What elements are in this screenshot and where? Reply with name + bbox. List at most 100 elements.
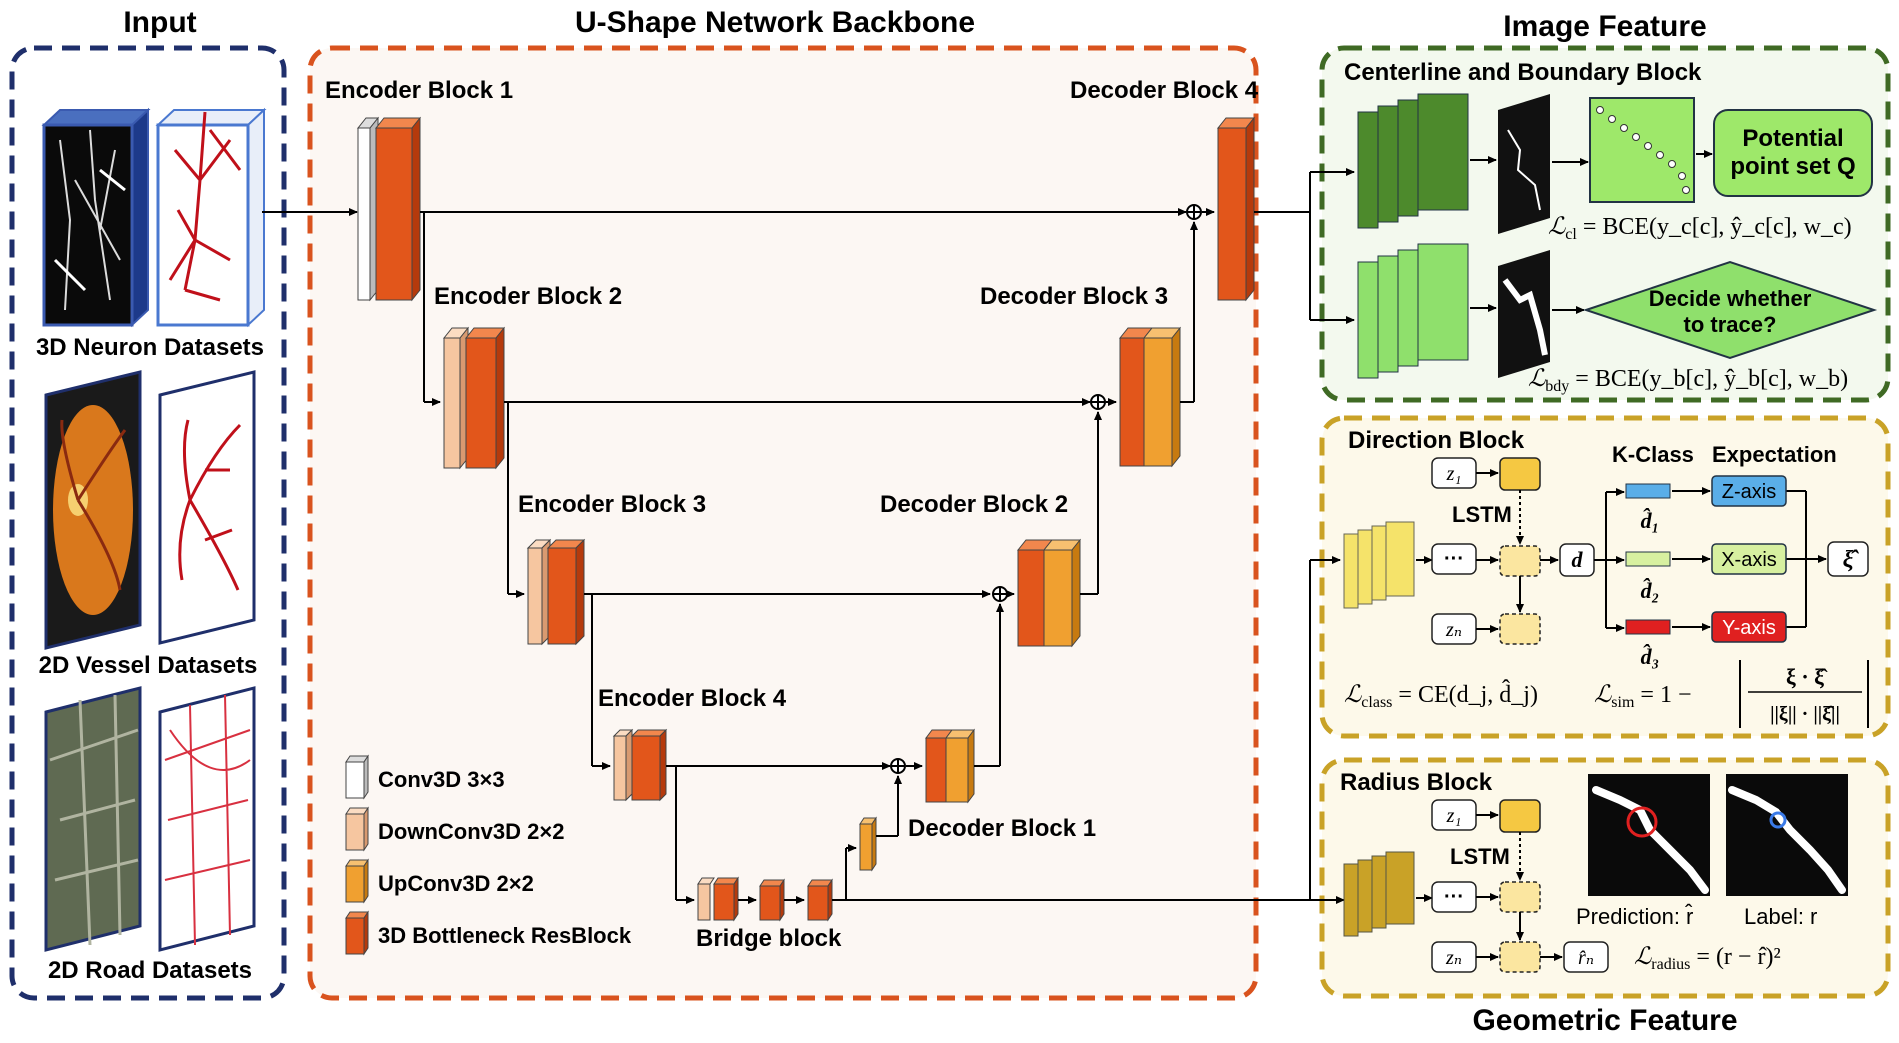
backbone-title: U-Shape Network Backbone: [575, 6, 975, 39]
potential-line-2: point set Q: [1730, 153, 1855, 180]
dir-lstm-cell-3: [1499, 613, 1541, 645]
decide-trace-diamond: [1582, 260, 1878, 360]
neuron-trace-image: [155, 107, 267, 328]
potential-line-1: Potential: [1742, 125, 1843, 152]
decoder-block-1: [859, 816, 877, 872]
radius-label-image: [1726, 774, 1848, 896]
rad-lstm-cell-2: [1499, 881, 1541, 913]
neuron-volume-image: [41, 107, 151, 328]
vessel-mask-image: [158, 370, 256, 645]
dir-kclass-label: K-Class: [1612, 442, 1694, 467]
rad-lstm-cell-3: [1499, 941, 1541, 973]
dir-lstm-label: LSTM: [1452, 502, 1512, 527]
dir-zn: zₙ: [1445, 619, 1462, 641]
dir-dots: ···: [1444, 548, 1464, 570]
decoder-block-2-small: [925, 728, 975, 804]
loss-radius: ℒradius = (r − r̂)²: [1634, 944, 1781, 973]
decide-line-1: Decide whether: [1649, 286, 1812, 311]
neuron-datasets-label: 3D Neuron Datasets: [36, 334, 264, 361]
bridge-block: [697, 876, 833, 922]
encoder-block-3-label: Encoder Block 3: [518, 491, 706, 518]
direction-block-title: Direction Block: [1348, 427, 1525, 454]
encoder-block-1-label: Encoder Block 1: [325, 77, 513, 104]
loss-class: ℒclass = CE(d_j, d̂_j): [1344, 679, 1538, 711]
label-caption: Label: r: [1744, 904, 1817, 929]
rad-rn-box: [1563, 941, 1609, 973]
z-axis-label: Z-axis: [1722, 481, 1776, 503]
geometric-feature-title: Geometric Feature: [1472, 1004, 1737, 1037]
dir-lstm-cell-1: [1499, 457, 1541, 491]
dir-kclass-branches: [1594, 488, 1625, 632]
radius-feature-stack: [1343, 851, 1415, 937]
centerline-map-image: [1498, 94, 1550, 234]
image-feature-title: Image Feature: [1503, 10, 1706, 43]
encoder-block-2: [442, 326, 506, 470]
boundary-feature-stack: [1357, 243, 1469, 379]
centerline-block-title: Centerline and Boundary Block: [1344, 59, 1702, 86]
rad-rn: r̂ₙ: [1578, 947, 1594, 969]
dir-axis-arrows: [1672, 487, 1827, 631]
road-mask-image: [158, 686, 256, 952]
legend: [345, 754, 369, 956]
point-set-image: [1589, 97, 1695, 203]
road-datasets-label: 2D Road Datasets: [48, 957, 252, 984]
encoder-block-1: [356, 116, 422, 302]
x-axis-label: X-axis: [1721, 549, 1777, 571]
vessel-datasets-label: 2D Vessel Datasets: [39, 652, 258, 679]
dir-d3: d̂₃: [1641, 643, 1660, 669]
radius-block-title: Radius Block: [1340, 769, 1493, 796]
decoder-block-3-label: Decoder Block 3: [980, 283, 1168, 310]
backbone-panel: [307, 45, 1259, 1001]
legend-upconv: UpConv3D 2×2: [378, 871, 534, 896]
boundary-map-image: [1498, 250, 1550, 378]
rad-dots: ···: [1444, 886, 1464, 908]
loss-cl: ℒcl = BCE(y_c[c], ŷ_c[c], w_c): [1548, 214, 1852, 243]
rad-z1: z₁: [1446, 805, 1462, 827]
dir-d2-bar: [1625, 551, 1671, 567]
potential-point-box: [1713, 109, 1873, 197]
dir-d1: d̂₁: [1641, 507, 1660, 533]
dir-d3-bar: [1625, 619, 1671, 635]
input-title: Input: [123, 6, 196, 39]
y-axis-label: Y-axis: [1722, 617, 1776, 639]
dir-d: d: [1572, 547, 1584, 572]
loss-sim: ℒsim = 1 −: [1594, 682, 1692, 711]
rad-zn: zₙ: [1445, 947, 1462, 969]
encoder-block-4-label: Encoder Block 4: [598, 685, 787, 712]
bridge-block-label: Bridge block: [696, 925, 842, 952]
decide-line-2: to trace?: [1684, 312, 1777, 337]
dir-z1: z₁: [1446, 463, 1462, 485]
decoder-block-3: [1118, 326, 1182, 468]
decoder-block-2-label: Decoder Block 2: [880, 491, 1068, 518]
centerline-feature-stack: [1357, 93, 1469, 229]
prediction-caption: Prediction: r̂: [1576, 904, 1693, 929]
dir-d1-bar: [1625, 483, 1671, 499]
direction-feature-stack: [1343, 521, 1415, 609]
xi-hat-box: [1827, 541, 1869, 577]
legend-conv3d: Conv3D 3×3: [378, 767, 505, 792]
rad-lstm-label: LSTM: [1450, 844, 1510, 869]
x-axis-box: [1711, 543, 1787, 575]
encoder-block-4: [612, 728, 668, 802]
vessel-fundus-image: [44, 370, 142, 650]
loss-sim-den: ||ξ|| · ||ξ̂||: [1770, 703, 1840, 725]
decoder-block-4: [1216, 116, 1256, 302]
legend-downconv: DownConv3D 2×2: [378, 819, 564, 844]
decoder-block-1-label: Decoder Block 1: [908, 815, 1096, 842]
decoder-block-2: [1016, 538, 1082, 648]
rad-lstm-cell-1: [1499, 799, 1541, 833]
dir-d2: d̂₂: [1641, 577, 1660, 603]
dir-expectation-label: Expectation: [1712, 442, 1837, 467]
encoder-block-2-label: Encoder Block 2: [434, 283, 622, 310]
decoder-block-4-label: Decoder Block 4: [1070, 77, 1259, 104]
image-feature-connections: [1254, 168, 1355, 900]
legend-bottleneck: 3D Bottleneck ResBlock: [378, 923, 632, 948]
radius-prediction-image: [1588, 774, 1710, 896]
backbone-connections: [420, 208, 1345, 904]
loss-sim-num: ξ · ξ̂: [1786, 664, 1828, 689]
z-axis-box: [1711, 475, 1787, 507]
loss-bdy: ℒbdy = BCE(y_b[c], ŷ_b[c], w_b): [1528, 366, 1848, 395]
dir-lstm-cell-2: [1499, 545, 1541, 577]
encoder-block-3: [526, 538, 586, 646]
